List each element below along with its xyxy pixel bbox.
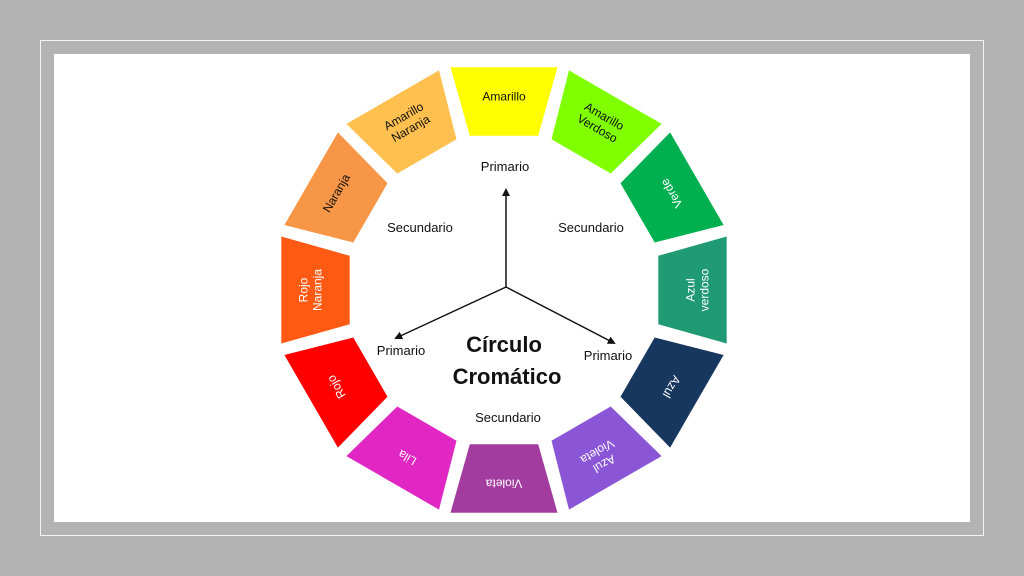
- segment-azul-verdoso: [658, 236, 727, 344]
- label-secundario-right: Secundario: [558, 220, 624, 235]
- segment-violeta: [450, 444, 558, 513]
- arrow-right: [505, 286, 616, 344]
- segment-amarillo: [450, 67, 558, 136]
- segment-azul: [620, 337, 724, 448]
- color-segments: AmarilloAmarilloVerdosoVerdeAzulverdosoA…: [281, 67, 727, 513]
- segment-label-amarillo: Amarillo: [482, 90, 526, 104]
- slide-frame: [40, 40, 984, 536]
- segment-rojo-naranja: [281, 236, 350, 344]
- segment-rojo: [284, 337, 388, 448]
- arrow-left: [394, 286, 507, 340]
- label-secundario-left: Secundario: [387, 220, 453, 235]
- segment-amarillo-verdoso: [551, 70, 662, 174]
- segment-amarillo-naranja: [346, 70, 457, 174]
- segment-label-rojo-naranja: RojoNaranja: [297, 269, 325, 311]
- label-primario-left: Primario: [377, 343, 425, 358]
- label-primario-right: Primario: [584, 348, 632, 363]
- segment-label-azul-verdoso: Azulverdoso: [684, 268, 712, 311]
- segment-label-violeta: Violeta: [485, 477, 522, 491]
- label-primario-top: Primario: [481, 159, 529, 174]
- diagram-title-line-1: Círculo: [466, 332, 542, 357]
- segment-naranja: [284, 132, 388, 243]
- label-secundario-bottom: Secundario: [475, 410, 541, 425]
- diagram-title-line-2: Cromático: [453, 364, 562, 389]
- center-arrows: [394, 188, 616, 344]
- segment-lila: [346, 406, 457, 510]
- segment-azul-violeta: [551, 406, 662, 510]
- segment-verde: [620, 132, 724, 243]
